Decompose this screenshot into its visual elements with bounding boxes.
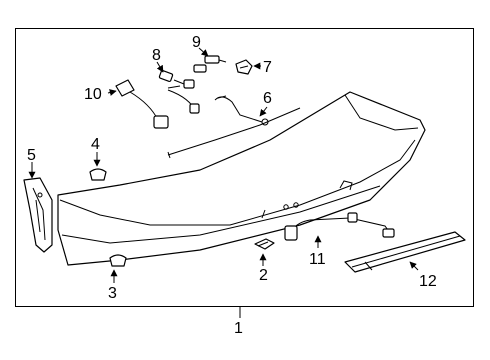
spoiler-assembly — [57, 91, 426, 266]
callout-4: 4 — [91, 136, 100, 153]
callout-9: 9 — [192, 34, 201, 51]
brake-lamp-part-12 — [344, 231, 466, 273]
callout-3: 3 — [108, 285, 117, 302]
clip-part-2 — [254, 238, 275, 250]
callout-12: 12 — [419, 273, 437, 290]
bracket-part-5 — [23, 177, 53, 253]
nozzle-part-7 — [235, 59, 253, 75]
connector-part-8 — [158, 70, 195, 89]
bumper-part-4 — [89, 168, 107, 181]
callout-10: 10 — [84, 86, 102, 103]
callout-7: 7 — [263, 59, 272, 76]
callout-1: 1 — [234, 320, 243, 337]
wire-part-11 — [284, 212, 395, 241]
callout-8: 8 — [152, 47, 161, 64]
bumper-part-3 — [109, 254, 127, 267]
wiring-harness-part-10 — [115, 79, 200, 129]
callout-2: 2 — [259, 267, 268, 284]
washer-hose-part-6 — [167, 95, 301, 159]
callout-5: 5 — [27, 147, 36, 164]
callout-11: 11 — [309, 251, 326, 268]
diagram-frame — [15, 28, 474, 307]
connector-part-9 — [193, 55, 227, 73]
callout-6: 6 — [263, 90, 272, 107]
